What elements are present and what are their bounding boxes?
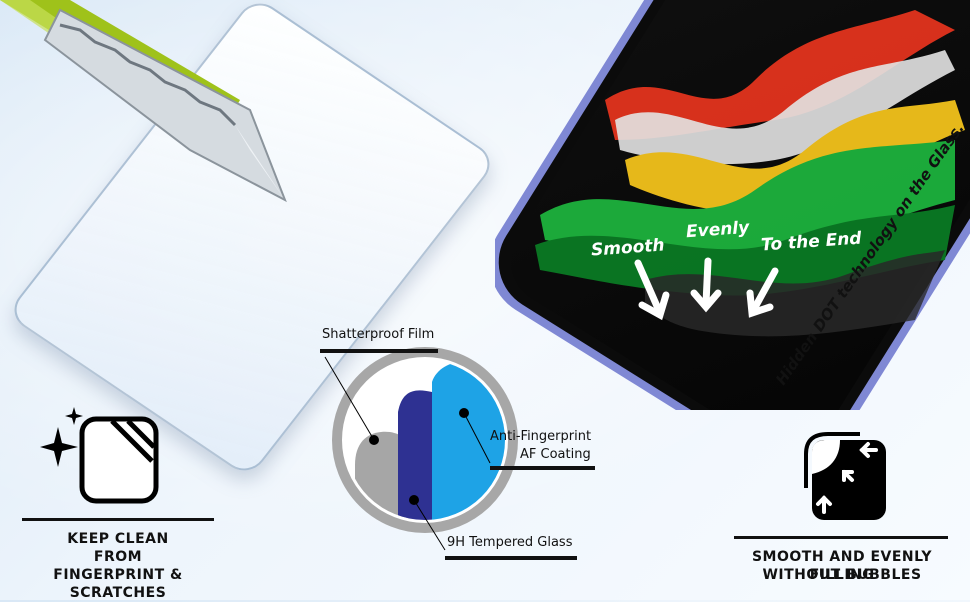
tempered-label: 9H Tempered Glass [447, 535, 573, 550]
shatterproof-label: Shatterproof Film [322, 327, 435, 342]
anti-fingerprint-label: Anti-Fingerprint [490, 429, 592, 444]
layer-diagram [332, 347, 518, 533]
keep-clean-line1: KEEP CLEAN [67, 531, 169, 547]
sparkle-screen-icon [40, 407, 159, 504]
utility-knife-icon [0, 0, 287, 203]
keep-clean-line2: FROM [93, 549, 143, 565]
down-arrows [634, 257, 779, 321]
keep-clean-line3: FINGERPRINT & SCRATCHES [53, 567, 183, 601]
af-rule [490, 466, 595, 470]
af-coating-label: AF Coating [520, 447, 591, 462]
keep-clean-rule [22, 518, 214, 521]
bubble-free-icon [804, 432, 886, 520]
smooth-filling-line1: SMOOTH AND EVENLY FILLING [751, 549, 933, 583]
layer-leaders [324, 356, 491, 551]
smooth-filling-rule [734, 536, 948, 539]
smooth-filling-line2: WITHOUT BUBBLES [762, 567, 922, 583]
shatterproof-rule [320, 349, 438, 353]
tempered-rule [445, 556, 577, 560]
